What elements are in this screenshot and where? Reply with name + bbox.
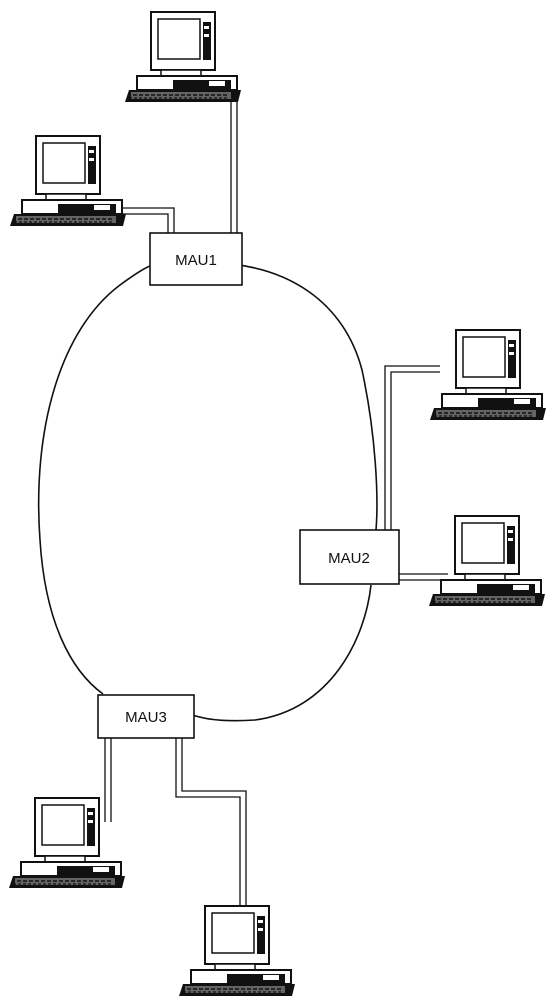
workstation-1	[124, 11, 242, 103]
personal-computer-icon	[178, 905, 296, 997]
mau-label: MAU3	[125, 709, 167, 726]
workstation-3	[429, 329, 547, 421]
personal-computer-icon	[428, 515, 546, 607]
workstation-2	[9, 135, 127, 227]
workstation-4	[428, 515, 546, 607]
personal-computer-icon	[124, 11, 242, 103]
personal-computer-icon	[8, 797, 126, 889]
mau-label: MAU2	[328, 550, 370, 567]
personal-computer-icon	[9, 135, 127, 227]
mau-label: MAU1	[175, 252, 217, 269]
mau-node-2: MAU2	[299, 529, 400, 585]
workstation-6	[178, 905, 296, 997]
workstation-5	[8, 797, 126, 889]
personal-computer-icon	[429, 329, 547, 421]
drop-cables	[104, 100, 448, 905]
ring-cable	[37, 262, 378, 722]
mau-node-1: MAU1	[149, 232, 243, 286]
mau-node-3: MAU3	[97, 694, 195, 739]
